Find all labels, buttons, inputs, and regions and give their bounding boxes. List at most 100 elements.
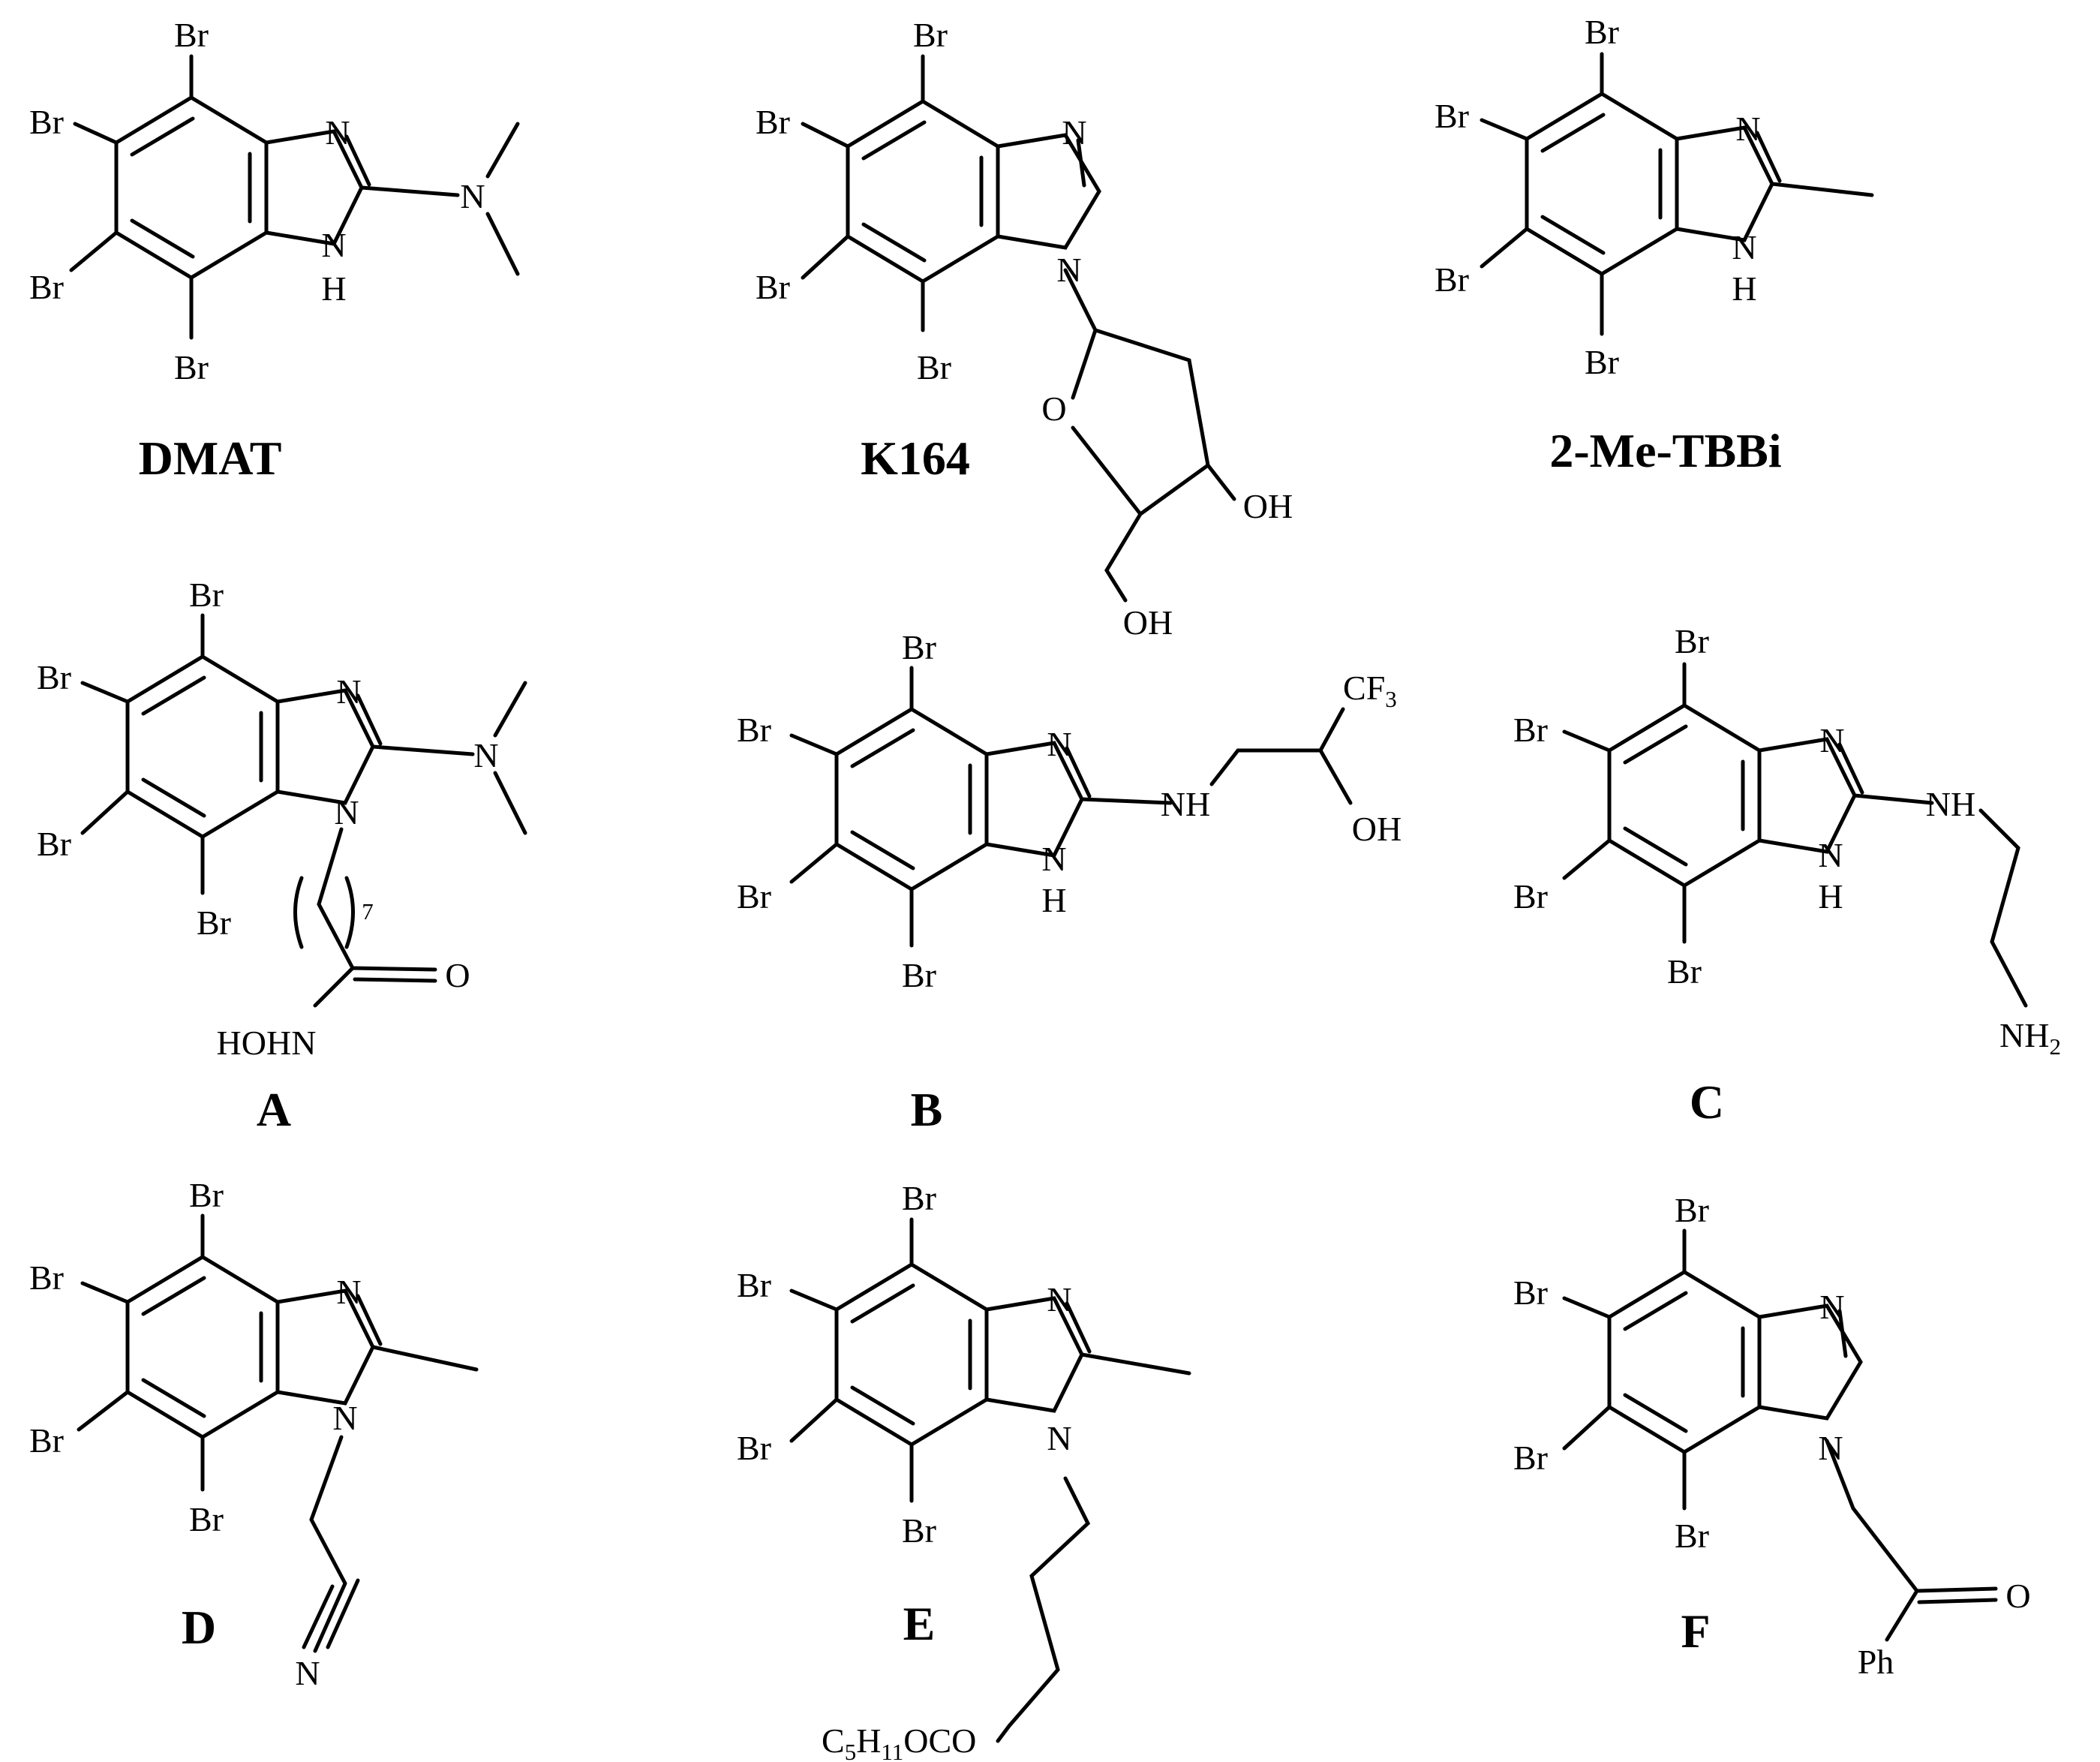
atom-br: Br xyxy=(737,1266,771,1304)
atom-br: Br xyxy=(37,825,71,863)
atom-br: Br xyxy=(1435,97,1469,135)
atom-br: Br xyxy=(902,956,936,994)
compound-c: Br Br Br Br N N H NH NH2 C xyxy=(1513,622,2061,1129)
atom-n: N xyxy=(473,736,498,774)
atom-c: C xyxy=(1343,669,1366,707)
atom-n: N xyxy=(1819,721,1844,759)
atom-br: Br xyxy=(174,348,209,386)
atom-n: N xyxy=(295,1654,320,1692)
atom-hohn: HOHN xyxy=(217,1024,317,1062)
atom-c: C xyxy=(822,1721,845,1760)
atom-br: Br xyxy=(1513,711,1548,749)
atom-br: Br xyxy=(1675,622,1709,660)
compound-name: E xyxy=(903,1597,936,1650)
atom-n: N xyxy=(321,226,346,264)
atom-br: Br xyxy=(902,1511,936,1550)
atom-br: Br xyxy=(917,348,951,386)
atom-br: Br xyxy=(1513,1273,1548,1312)
compound-a: 7 Br Br Br Br N N N O HOHN A xyxy=(37,576,527,1136)
repeat-bracket-left xyxy=(293,876,304,949)
atom-br: Br xyxy=(189,576,224,614)
benzimidazole-core-bonds xyxy=(789,1217,1191,1743)
atom-br: Br xyxy=(1667,952,1702,991)
atom-n: N xyxy=(1047,1280,1071,1318)
atom-br: Br xyxy=(756,103,790,141)
compound-b: Br Br Br Br N N H NH CF3 OH B xyxy=(737,628,1402,1136)
atom-oh: OH xyxy=(1243,487,1293,525)
benzimidazole-core-bonds xyxy=(77,1213,479,1653)
compound-k164: Br Br Br Br N N O OH OH K164 xyxy=(756,16,1293,642)
compound-name: F xyxy=(1681,1604,1710,1658)
compound-name: 2-Me-TBBi xyxy=(1549,424,1781,477)
atom-c5h11oco: C5H11OCO xyxy=(822,1721,976,1762)
atom-oh: OH xyxy=(1352,810,1402,848)
atom-oco: OCO xyxy=(903,1721,976,1760)
atom-br: Br xyxy=(1585,13,1619,51)
atom-n: N xyxy=(1818,836,1843,874)
atom-h: H xyxy=(1818,877,1843,916)
atom-nh2: NH2 xyxy=(1999,1016,2061,1060)
atom-br: Br xyxy=(29,1258,64,1297)
atom-n: N xyxy=(460,177,485,215)
compound-name: C xyxy=(1690,1075,1724,1129)
atom-n: N xyxy=(1047,725,1071,763)
atom-br: Br xyxy=(902,628,936,666)
compound-f: Br Br Br Br N N O Ph F xyxy=(1513,1191,2031,1681)
atom-f: F xyxy=(1366,669,1386,707)
atom-br: Br xyxy=(1675,1517,1709,1555)
repeat-bracket-right xyxy=(344,876,355,949)
atom-n: N xyxy=(336,672,361,711)
subscript-2: 2 xyxy=(2049,1033,2061,1060)
atom-br: Br xyxy=(37,658,71,696)
atom-h: H xyxy=(1041,881,1066,919)
atom-n: N xyxy=(1819,1288,1844,1326)
compound-name: D xyxy=(182,1601,216,1654)
atom-oh: OH xyxy=(1123,603,1173,642)
atom-br: Br xyxy=(1513,877,1548,916)
benzimidazole-core-bonds xyxy=(1562,1228,1998,1642)
compound-name: DMAT xyxy=(139,431,282,485)
atom-nh: NH xyxy=(1926,785,1975,823)
benzimidazole-core-bonds xyxy=(1480,52,1874,336)
subscript-3: 3 xyxy=(1385,686,1397,712)
benzimidazole-core-bonds xyxy=(69,54,520,340)
compound-d: Br Br Br Br N N N D xyxy=(29,1176,479,1692)
atom-n: N xyxy=(336,1273,361,1311)
atom-n: N xyxy=(1041,840,1066,878)
atom-h: H xyxy=(1732,269,1756,308)
benzimidazole-core-bonds xyxy=(80,613,527,1008)
atom-br: Br xyxy=(29,268,64,306)
atom-br: Br xyxy=(29,1421,64,1460)
atom-n: N xyxy=(1735,110,1760,148)
atom-br: Br xyxy=(913,16,948,54)
atom-o: O xyxy=(1041,389,1066,428)
atom-ph: Ph xyxy=(1858,1643,1894,1681)
atom-n: N xyxy=(1732,228,1756,266)
atom-br: Br xyxy=(197,904,231,942)
atom-nh: NH xyxy=(1999,1016,2049,1054)
subscript-5: 5 xyxy=(845,1739,857,1762)
atom-br: Br xyxy=(189,1500,224,1538)
atom-br: Br xyxy=(189,1176,224,1214)
atom-n: N xyxy=(1818,1429,1843,1467)
atom-br: Br xyxy=(1435,260,1469,299)
compound-name: A xyxy=(257,1083,291,1136)
atom-br: Br xyxy=(1675,1191,1709,1229)
atom-cf3: CF3 xyxy=(1343,669,1397,712)
atom-br: Br xyxy=(737,877,771,916)
atom-br: Br xyxy=(1585,343,1619,381)
compound-name: K164 xyxy=(861,431,970,485)
atom-o: O xyxy=(2005,1577,2030,1615)
compound-name: B xyxy=(911,1083,943,1136)
atom-br: Br xyxy=(174,16,209,54)
atom-br: Br xyxy=(902,1179,936,1217)
atom-n: N xyxy=(325,113,350,152)
atom-n: N xyxy=(1062,113,1086,152)
atom-h: H xyxy=(321,269,346,308)
atom-n: N xyxy=(1056,251,1081,289)
compound-e: Br Br Br Br N N C5H11OCO E xyxy=(737,1179,1191,1762)
atom-br: Br xyxy=(1513,1439,1548,1477)
subscript-11: 11 xyxy=(881,1739,903,1762)
atom-o: O xyxy=(445,956,470,994)
